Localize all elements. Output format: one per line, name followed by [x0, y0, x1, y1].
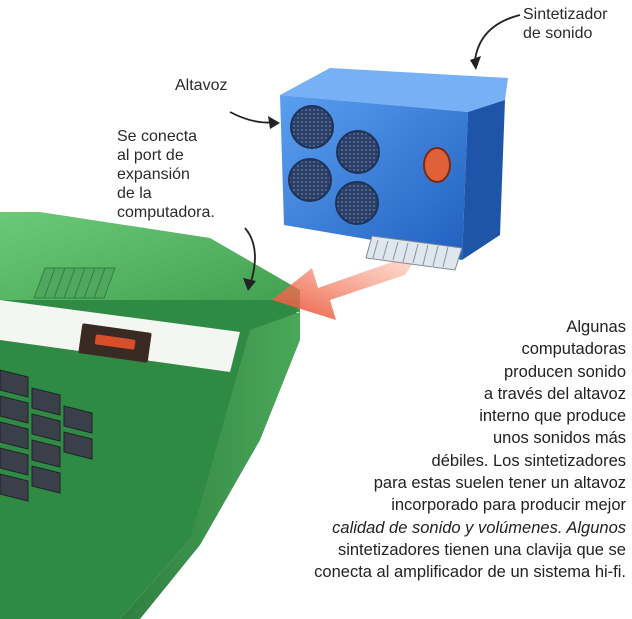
computer-front-panel	[0, 300, 300, 619]
connection-label-line: Se conecta	[117, 128, 198, 145]
caption-line: a través del altavoz	[483, 384, 626, 403]
connection-label-line: de la	[117, 185, 152, 202]
speaker-grille	[335, 181, 379, 225]
speaker-grille	[290, 105, 334, 149]
computer	[0, 212, 300, 619]
edge-connector	[365, 235, 463, 271]
speaker-grille	[336, 130, 380, 174]
caption-line: computadoras	[521, 340, 626, 359]
insert-arrow	[272, 252, 420, 320]
connector-pins	[372, 239, 449, 268]
volume-knob	[423, 147, 451, 183]
synthesizer-label-line: de sonido	[523, 25, 593, 42]
caption-line: interno que produce	[479, 407, 626, 426]
vent-grille	[33, 267, 116, 299]
synthesizer-label: Sintetizador de sonido	[523, 5, 632, 43]
connection-label-line: al port de	[117, 147, 184, 164]
connection-label-line: expansión	[117, 166, 190, 183]
caption-line: conecta al amplificador de un sistema hi…	[314, 563, 626, 582]
synth-side	[462, 100, 505, 260]
caption: Algunas computadoras producen sonido a t…	[156, 316, 626, 584]
keyboard-keys	[0, 369, 93, 502]
caption-line: Algunas	[566, 318, 626, 336]
caption-line: incorporado para producir mejor	[391, 496, 626, 515]
caption-line: producen sonido	[503, 362, 626, 381]
caption-line: sintetizadores tienen una clavija que se	[337, 540, 626, 559]
cartridge-slot	[78, 323, 152, 363]
synth-pointer	[474, 14, 521, 61]
caption-line: unos sonidos más	[493, 429, 626, 448]
caption-line: calidad de sonido y volúmenes. Algunos	[332, 518, 626, 537]
connection-label: Se conecta al port de expansión de la co…	[117, 127, 247, 222]
caption-line: para estas suelen tener un altavoz	[373, 474, 626, 493]
computer-side	[120, 312, 300, 619]
speaker-grille	[288, 158, 332, 202]
synthesizer-box	[280, 68, 508, 271]
connect-pointer	[244, 227, 256, 286]
connection-label-line: computadora.	[117, 204, 215, 221]
synth-top	[280, 68, 508, 112]
pointer-heads	[243, 56, 481, 291]
synthesizer-label-line: Sintetizador	[523, 6, 608, 23]
speaker-label: Altavoz	[175, 77, 228, 94]
caption-line: débiles. Los sintetizadores	[431, 451, 626, 470]
